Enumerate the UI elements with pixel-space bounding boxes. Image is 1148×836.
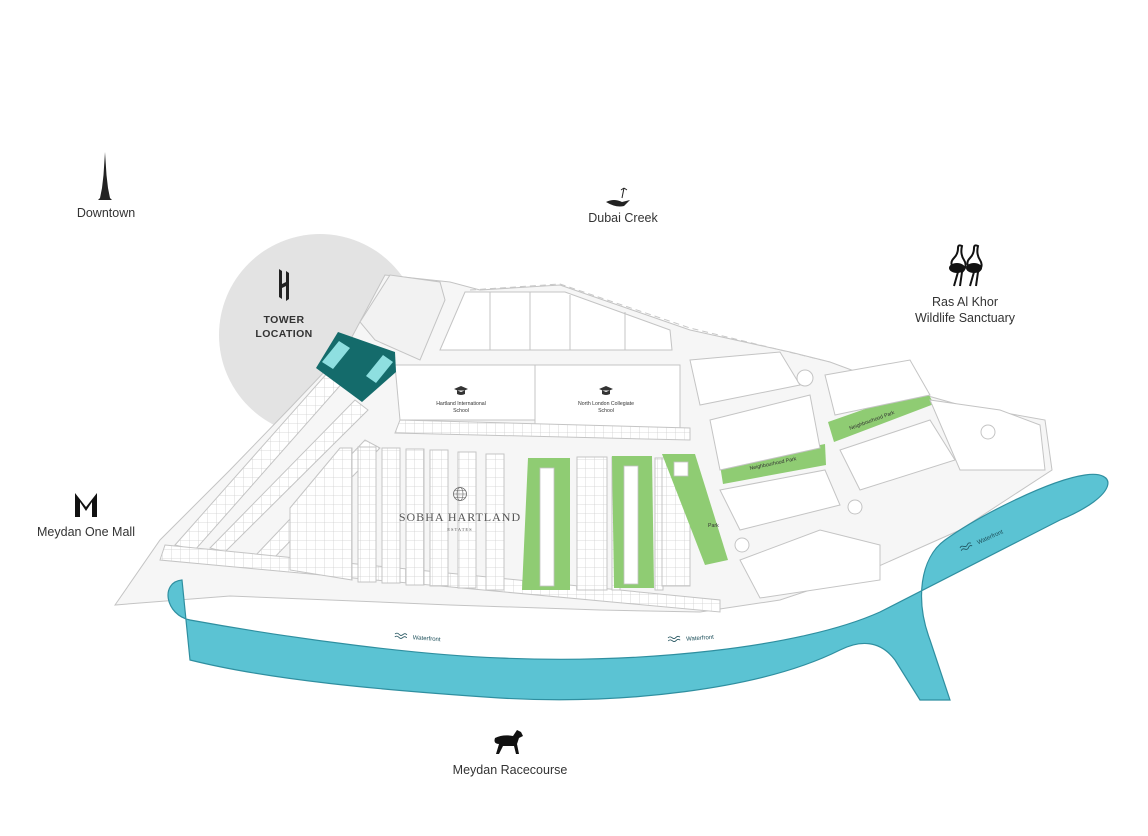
park-label: Park <box>708 523 719 529</box>
school-label-hartland-2: School <box>453 408 469 414</box>
landmark-meydan-one-mall: Meydan One Mall <box>37 525 135 539</box>
tower-block-1 <box>322 341 350 369</box>
burj-khalifa-icon <box>98 152 112 200</box>
road-outline <box>469 283 831 363</box>
sobha-hartland-brand: SOBHA HARTLAND <box>399 510 521 524</box>
waterfront-label-1: Waterfront <box>394 632 441 643</box>
tower-block-2 <box>366 355 393 383</box>
landmark-dubai-creek: Dubai Creek <box>588 211 658 225</box>
central-lots <box>289 446 691 591</box>
svg-text:Waterfront: Waterfront <box>686 635 714 643</box>
landmark-ras-al-khor-sub: Wildlife Sanctuary <box>914 311 1016 325</box>
landmark-downtown: Downtown <box>76 206 136 220</box>
waterfront-canal <box>167 473 1109 701</box>
tower-location-label: TOWER <box>263 314 305 326</box>
roundabouts <box>734 369 996 553</box>
graduation-cap-icon <box>599 386 613 395</box>
east-parcels <box>689 351 1046 599</box>
park-inner-lots <box>539 461 689 587</box>
flamingo-icon <box>949 244 983 287</box>
school-label-nlc-2: School <box>598 408 614 414</box>
waterfront-label-2: Waterfront <box>667 635 714 643</box>
dubai-creek-icon <box>606 187 630 207</box>
tower-location-label-2: LOCATION <box>255 328 313 340</box>
landmark-ras-al-khor: Ras Al Khor <box>931 295 998 309</box>
school-label-hartland: Hartland International <box>436 401 486 407</box>
school-label-nlc: North London Collegiate <box>578 401 634 407</box>
horse-icon <box>494 730 523 754</box>
graduation-cap-icon <box>454 386 468 395</box>
svg-text:Waterfront: Waterfront <box>413 635 441 643</box>
meydan-m-logo-icon <box>75 493 97 517</box>
globe-icon <box>453 487 467 501</box>
landmark-meydan-racecourse: Meydan Racecourse <box>452 763 568 777</box>
sobha-hartland-sub: ESTATES <box>447 527 472 532</box>
tower-logo-icon <box>279 269 289 301</box>
